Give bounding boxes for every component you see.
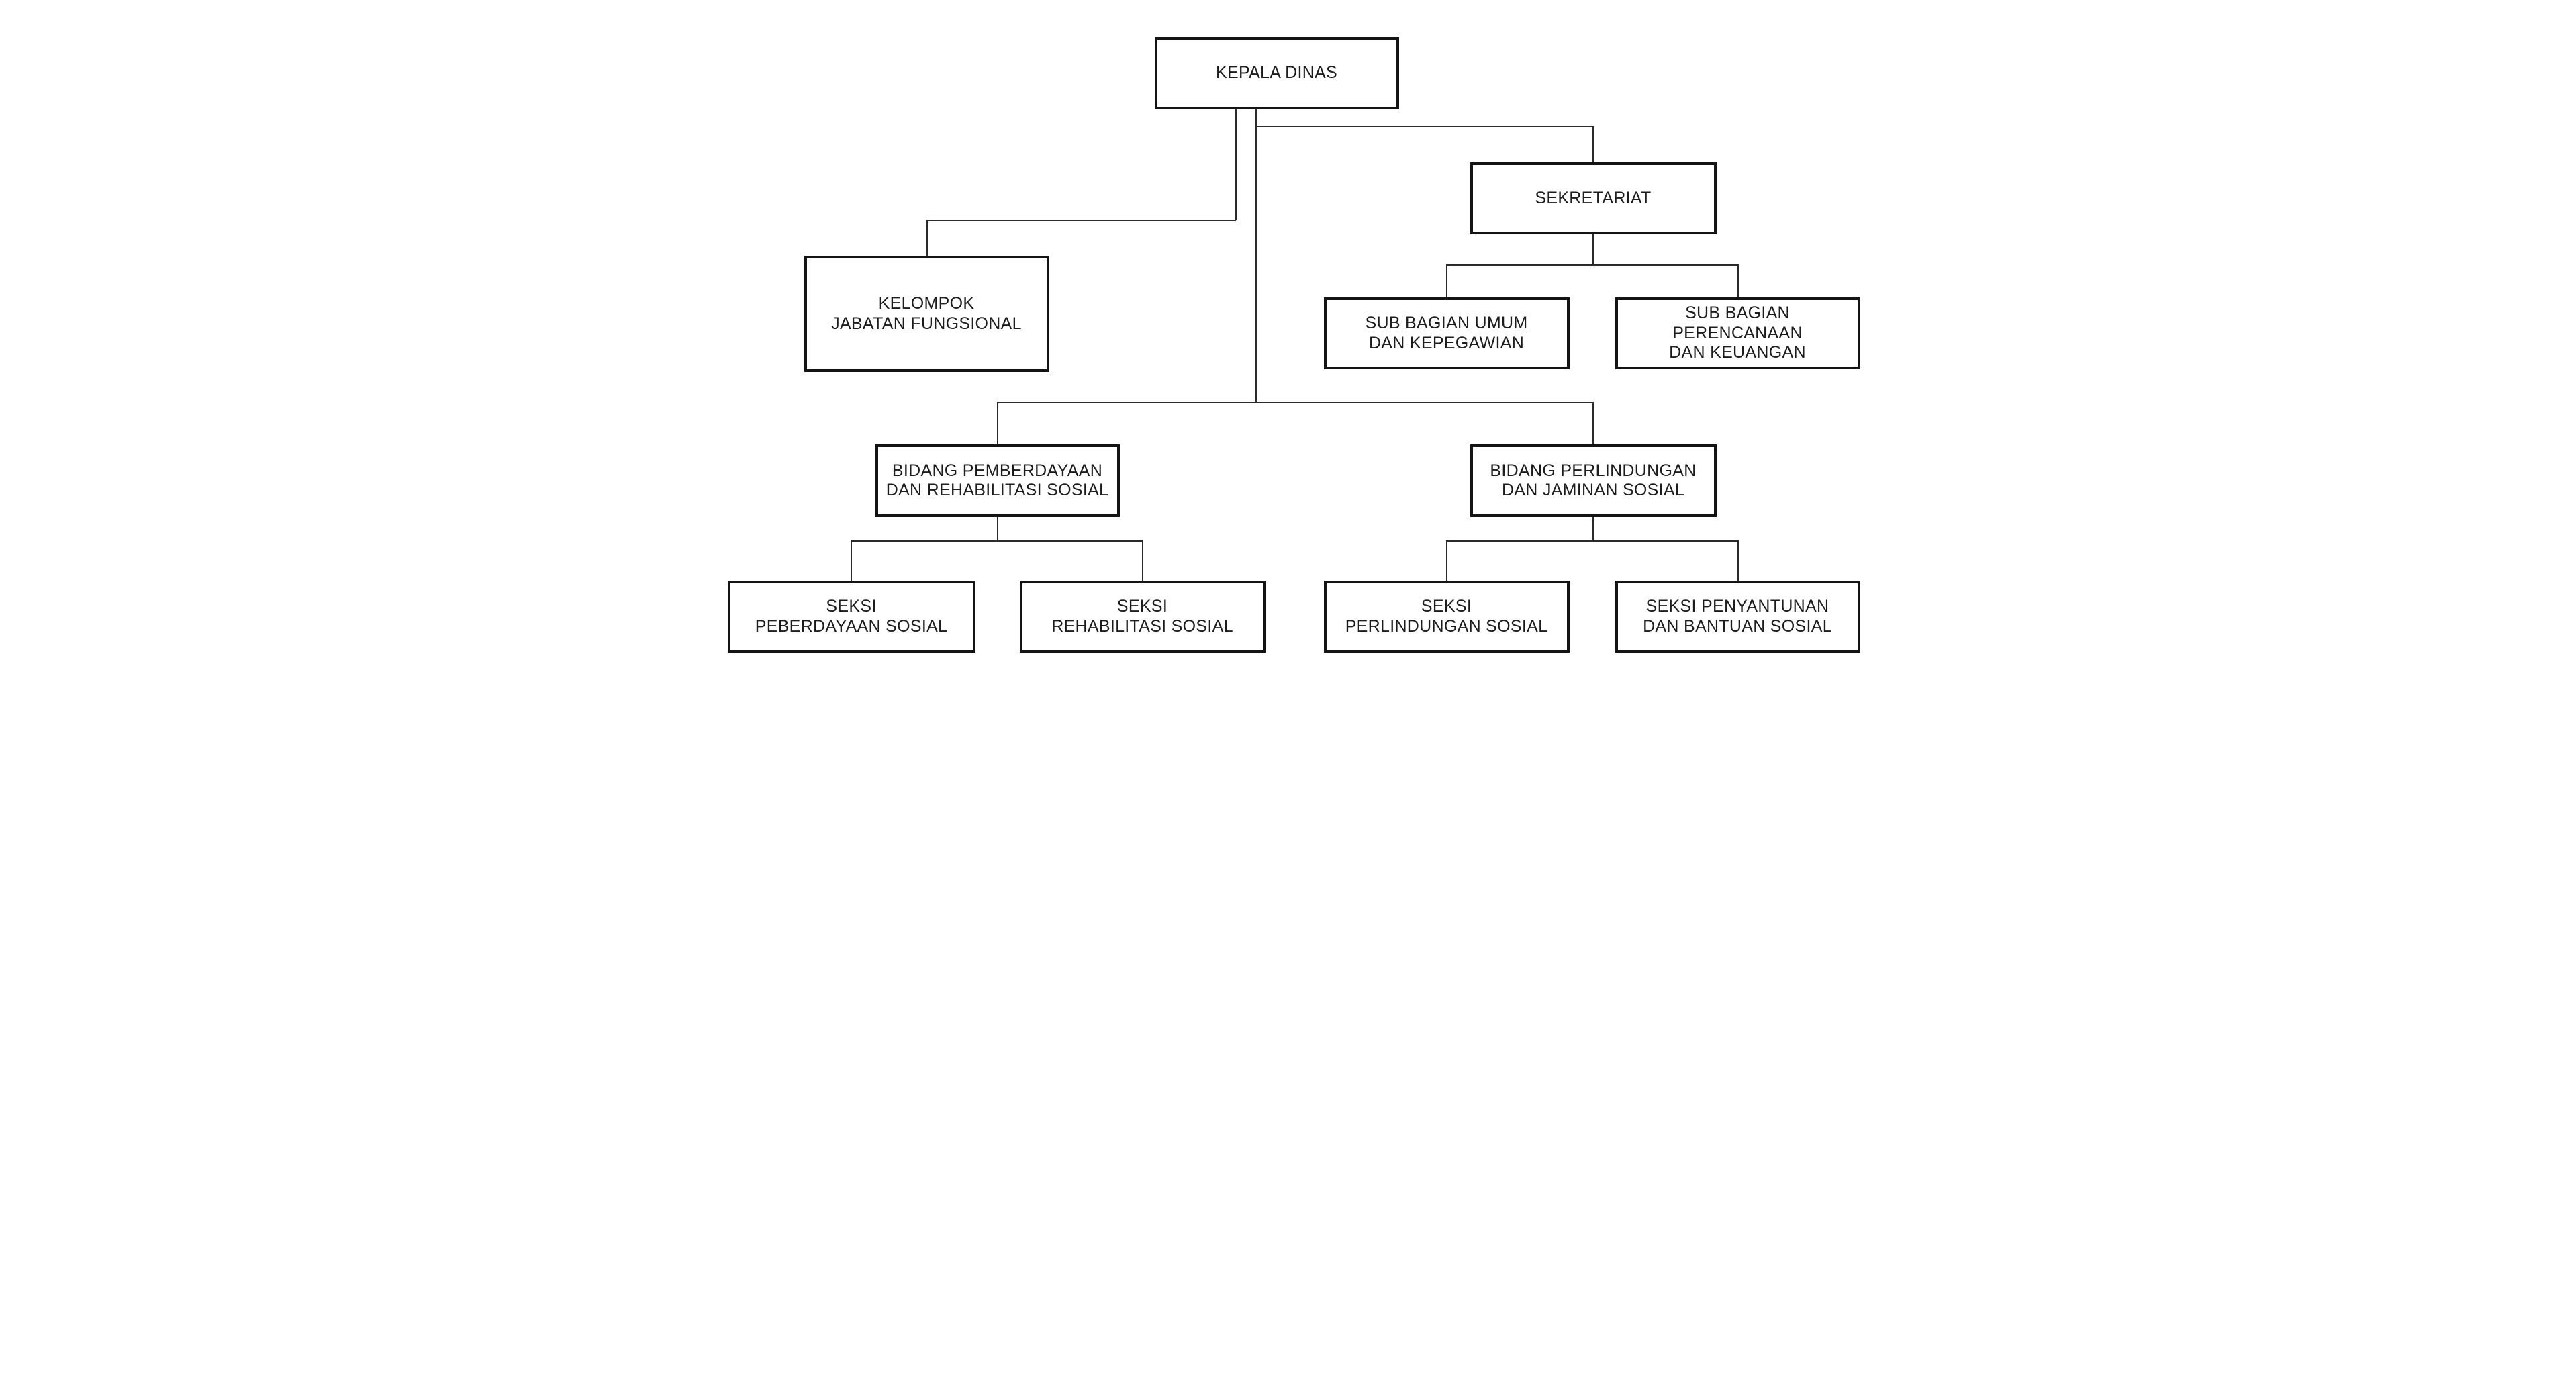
connector-kepala-kelompok-drop <box>1235 109 1237 220</box>
node-bidang-pemberdayaan: BIDANG PEMBERDAYAAN DAN REHABILITASI SOS… <box>875 444 1120 517</box>
connector-bpj-span <box>1445 540 1739 542</box>
node-sekretariat-label: SEKRETARIAT <box>1535 188 1652 207</box>
node-kepala-dinas: KEPALA DINAS <box>1154 37 1399 109</box>
node-kelompok-jabatan-fungsional-label: KELOMPOK JABATAN FUNGSIONAL <box>831 294 1022 333</box>
connector-seksi-penyantunan-down <box>1737 540 1739 581</box>
connector-bidang-perlindungan-down <box>1592 402 1594 444</box>
connector-subbagian-span <box>1445 264 1739 266</box>
connector-bps-stub <box>996 517 998 542</box>
org-chart-canvas: KEPALA DINAS SEKRETARIAT KELOMPOK JABATA… <box>644 0 1932 698</box>
connector-subbagian-perencanaan-down <box>1737 264 1739 297</box>
connector-subbagian-umum-down <box>1445 264 1447 297</box>
node-seksi-penyantunan: SEKSI PENYANTUNAN DAN BANTUAN SOSIAL <box>1615 581 1860 653</box>
node-seksi-perlindungan-label: SEKSI PERLINDUNGAN SOSIAL <box>1345 597 1548 636</box>
node-seksi-rehabilitasi: SEKSI REHABILITASI SOSIAL <box>1019 581 1266 653</box>
node-sub-bagian-perencanaan: SUB BAGIAN PERENCANAAN DAN KEUANGAN <box>1615 297 1860 369</box>
node-sub-bagian-umum: SUB BAGIAN UMUM DAN KEPEGAWIAN <box>1323 297 1570 369</box>
node-bidang-perlindungan: BIDANG PERLINDUNGAN DAN JAMINAN SOSIAL <box>1470 444 1717 517</box>
node-seksi-penyantunan-label: SEKSI PENYANTUNAN DAN BANTUAN SOSIAL <box>1643 597 1832 636</box>
connector-kelompok-down <box>926 220 928 256</box>
node-kepala-dinas-label: KEPALA DINAS <box>1216 63 1337 83</box>
connector-bidang-pemberdayaan-down <box>996 402 998 444</box>
connector-seksi-perlindungan-down <box>1445 540 1447 581</box>
node-sub-bagian-umum-label: SUB BAGIAN UMUM DAN KEPEGAWIAN <box>1365 314 1528 352</box>
node-kelompok-jabatan-fungsional: KELOMPOK JABATAN FUNGSIONAL <box>804 256 1049 372</box>
node-sekretariat: SEKRETARIAT <box>1470 162 1717 234</box>
connector-bidang-span <box>996 402 1594 403</box>
connector-bps-span <box>850 540 1143 542</box>
node-seksi-perlindungan: SEKSI PERLINDUNGAN SOSIAL <box>1323 581 1570 653</box>
node-seksi-peberdayaan: SEKSI PEBERDAYAAN SOSIAL <box>727 581 975 653</box>
connector-sekretariat-stub <box>1592 234 1594 265</box>
node-bidang-perlindungan-label: BIDANG PERLINDUNGAN DAN JAMINAN SOSIAL <box>1490 461 1697 500</box>
connector-seksi-rehabilitasi-down <box>1141 540 1143 581</box>
connector-seksi-peberdayaan-down <box>850 540 852 581</box>
connector-kepala-kelompok-across <box>926 220 1236 221</box>
node-bidang-pemberdayaan-label: BIDANG PEMBERDAYAAN DAN REHABILITASI SOS… <box>886 461 1109 500</box>
connector-sekretariat-across <box>1255 126 1593 127</box>
connector-bpj-stub <box>1592 517 1594 542</box>
node-seksi-rehabilitasi-label: SEKSI REHABILITASI SOSIAL <box>1051 597 1233 636</box>
connector-main-trunk <box>1255 109 1257 403</box>
node-seksi-peberdayaan-label: SEKSI PEBERDAYAAN SOSIAL <box>755 597 948 636</box>
node-sub-bagian-perencanaan-label: SUB BAGIAN PERENCANAAN DAN KEUANGAN <box>1669 303 1806 363</box>
connector-sekretariat-down <box>1592 126 1594 162</box>
